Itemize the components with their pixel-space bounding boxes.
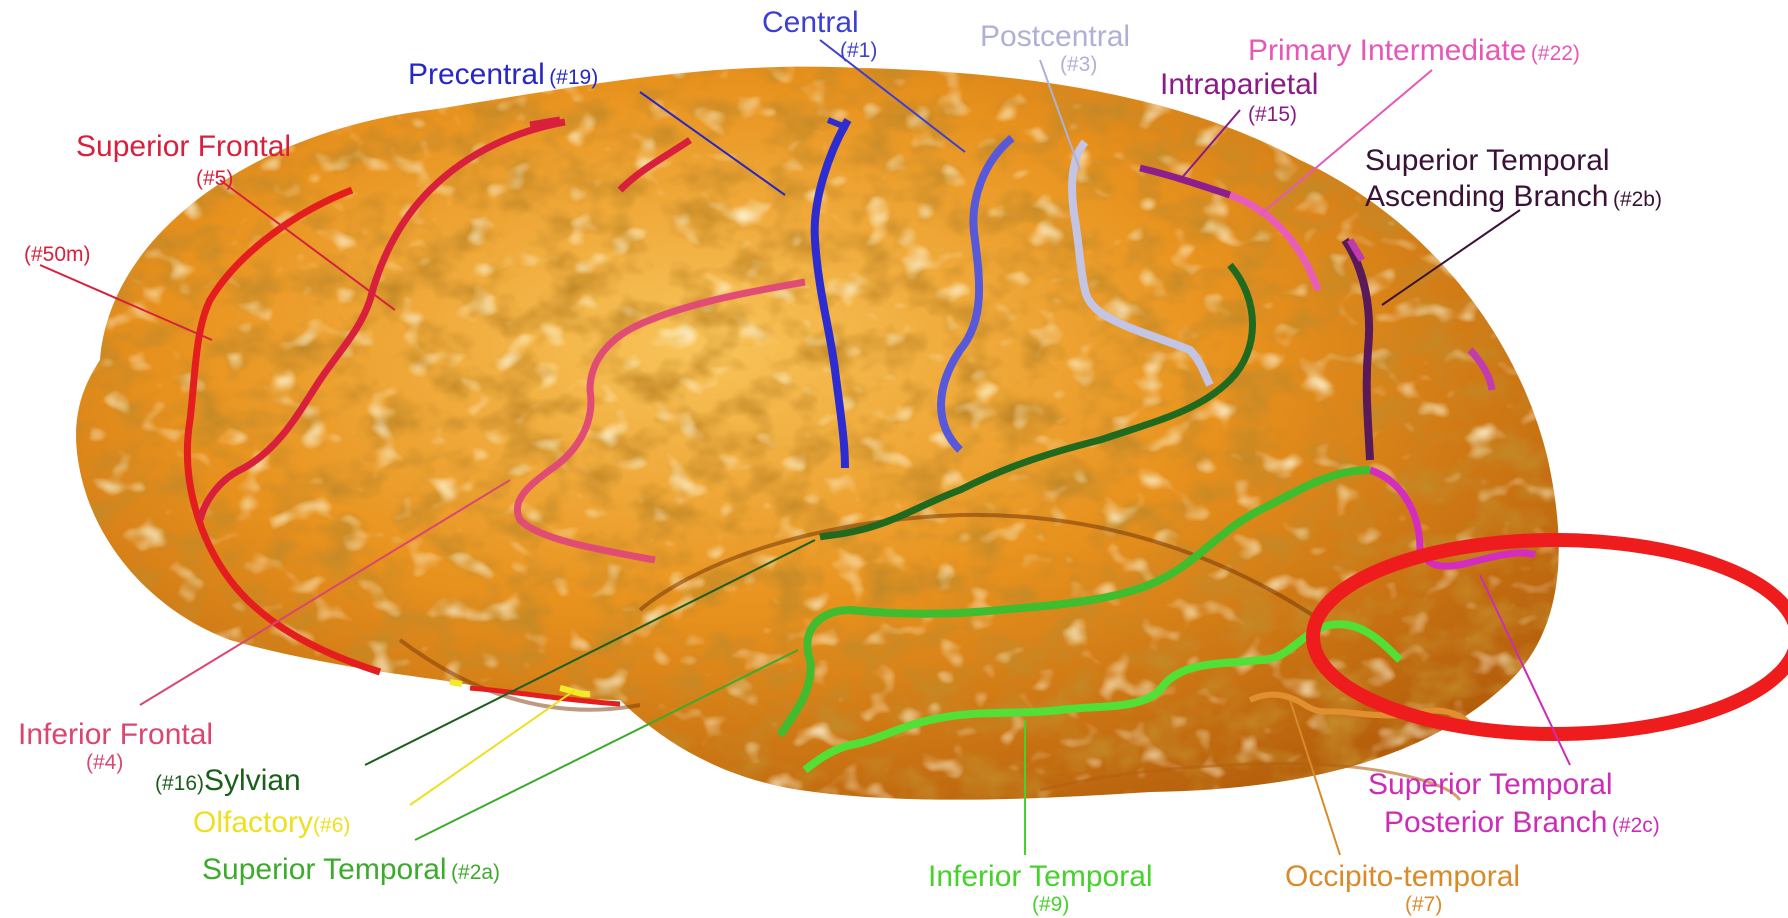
label-inferior-temporal-name: Inferior Temporal [928, 862, 1153, 892]
label-primary-intermediate-num: (#22) [1531, 42, 1580, 65]
label-occipito-temporal-num: (#7) [1405, 894, 1520, 915]
label-inferior-temporal-num: (#9) [1032, 894, 1153, 915]
label-primary-intermediate-name: Primary Intermediate [1248, 34, 1526, 67]
label-inferior-temporal: Inferior Temporal (#9) [928, 862, 1153, 915]
label-superior-temporal: Superior Temporal (#2a) [202, 855, 500, 885]
label-sup-temp-posterior-num: (#2c) [1612, 814, 1660, 837]
label-central-num: (#1) [840, 40, 877, 61]
label-occipito-temporal: Occipito-temporal (#7) [1285, 862, 1520, 915]
label-sylvian-name: Sylvian [204, 764, 301, 797]
label-precentral: Precentral (#19) [408, 60, 598, 90]
label-sup-temp-ascending: Superior Temporal Ascending Branch (#2b) [1365, 146, 1662, 212]
label-sup-temp-posterior: Superior Temporal Posterior Branch (#2c) [1368, 770, 1660, 838]
label-superior-frontal-name: Superior Frontal [76, 132, 291, 162]
label-olfactory: Olfactory(#6) [193, 808, 350, 838]
label-sup-temp-posterior-line1: Superior Temporal [1368, 770, 1660, 800]
label-intraparietal: Intraparietal (#15) [1160, 70, 1318, 125]
label-superior-frontal-num: (#5) [196, 168, 291, 189]
label-sylvian: (#16)Sylvian [155, 766, 301, 796]
label-superior-temporal-num: (#2a) [451, 861, 500, 884]
label-precentral-name: Precentral [408, 58, 545, 91]
label-sup-temp-ascending-line2: Ascending Branch [1365, 180, 1609, 213]
label-olfactory-num: (#6) [313, 814, 350, 837]
label-occipito-temporal-name: Occipito-temporal [1285, 862, 1520, 892]
label-sup-temp-ascending-line1: Superior Temporal [1365, 146, 1662, 176]
label-intraparietal-name: Intraparietal [1160, 70, 1318, 100]
label-postcentral: Postcentral (#3) [980, 22, 1130, 75]
label-postcentral-name: Postcentral [980, 22, 1130, 52]
label-sup-temp-posterior-line2: Posterior Branch [1384, 806, 1607, 839]
label-olfactory-name: Olfactory [193, 806, 313, 839]
label-postcentral-num: (#3) [1060, 54, 1130, 75]
label-superior-temporal-name: Superior Temporal [202, 853, 447, 886]
label-precentral-num: (#19) [549, 66, 598, 89]
label-primary-intermediate: Primary Intermediate (#22) [1248, 36, 1580, 66]
label-inferior-frontal-name: Inferior Frontal [18, 720, 213, 750]
label-central-name: Central [762, 8, 877, 38]
label-sylvian-num: (#16) [155, 772, 204, 795]
label-central: Central (#1) [762, 8, 877, 61]
label-sup-temp-ascending-num: (#2b) [1613, 188, 1662, 211]
brain-shape [76, 67, 1559, 800]
label-intraparietal-num: (#15) [1248, 104, 1318, 125]
label-superior-frontal: Superior Frontal (#5) [76, 132, 291, 189]
label-50m: (#50m) [24, 244, 91, 265]
